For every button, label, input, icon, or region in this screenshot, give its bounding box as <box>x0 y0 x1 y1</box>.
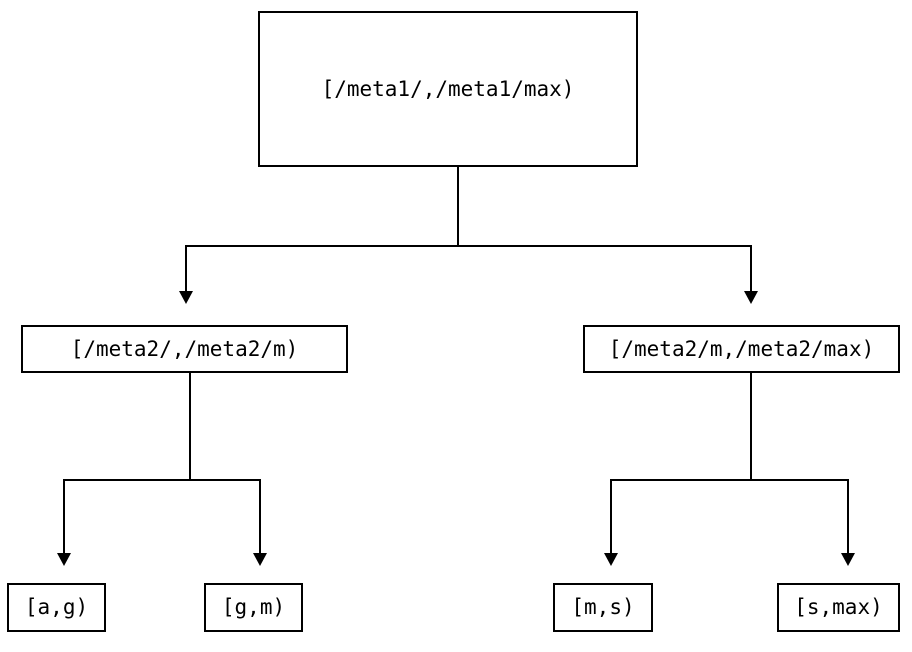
node-leaf-gm-label: [g,m) <box>221 595 286 619</box>
node-leaf-ms: [m,s) <box>553 583 653 632</box>
edge-root-to-mid-left <box>185 245 187 291</box>
edge-root-stem <box>457 167 459 246</box>
arrowhead-leaf-ms-icon <box>604 553 618 566</box>
node-leaf-smax: [s,max) <box>777 583 900 632</box>
node-root: [/meta1/,/meta1/max) <box>258 11 638 167</box>
arrowhead-mid-left-icon <box>179 291 193 304</box>
arrowhead-leaf-smax-icon <box>841 553 855 566</box>
node-leaf-ms-label: [m,s) <box>571 595 635 619</box>
node-mid-left-label: [/meta2/,/meta2/m) <box>70 336 299 361</box>
edge-mid-left-stem <box>189 373 191 481</box>
node-mid-left: [/meta2/,/meta2/m) <box>21 325 348 373</box>
node-leaf-ag: [a,g) <box>7 583 106 632</box>
node-leaf-smax-label: [s,max) <box>794 595 883 619</box>
arrowhead-leaf-ag-icon <box>57 553 71 566</box>
edge-mid-right-to-leaf-ms <box>610 479 612 553</box>
node-root-label: [/meta1/,/meta1/max) <box>321 76 575 101</box>
edge-mid-left-to-leaf-gm <box>259 479 261 553</box>
node-mid-right-label: [/meta2/m,/meta2/max) <box>608 336 875 361</box>
edge-mid-right-stem <box>750 373 752 481</box>
edge-mid-right-to-leaf-smax <box>847 479 849 553</box>
node-leaf-gm: [g,m) <box>204 583 303 632</box>
node-mid-right: [/meta2/m,/meta2/max) <box>583 325 900 373</box>
arrowhead-mid-right-icon <box>744 291 758 304</box>
edge-mid-right-horizontal-bar <box>610 479 849 481</box>
edge-mid-left-to-leaf-ag <box>63 479 65 553</box>
node-leaf-ag-label: [a,g) <box>24 595 89 619</box>
edge-root-to-mid-right <box>750 245 752 291</box>
edge-mid-left-horizontal-bar <box>63 479 261 481</box>
arrowhead-leaf-gm-icon <box>253 553 267 566</box>
edge-root-horizontal-bar <box>185 245 752 247</box>
